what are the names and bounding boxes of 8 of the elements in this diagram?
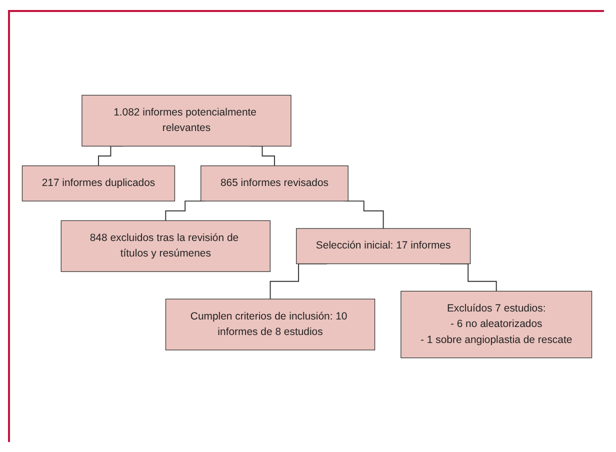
node-box	[400, 291, 592, 359]
node-box	[82, 95, 292, 147]
node-box	[200, 166, 348, 202]
node-box	[22, 166, 176, 202]
node-box	[296, 228, 471, 265]
node-box	[60, 220, 271, 272]
node-box	[165, 299, 376, 351]
frame-border: 1.082 informes potencialmente relevantes 217 informes duplicados 865 informes revisados 848 excluidos tras la revisión de títulos y resúmenes Selección inicial: 17 informes Excluídos 7 estudios: - 6 no aleatorizados - 1 sobre angioplastia de rescate Cumplen criterios de inclusión: 10 informes de 8 estudios	[8, 10, 604, 442]
